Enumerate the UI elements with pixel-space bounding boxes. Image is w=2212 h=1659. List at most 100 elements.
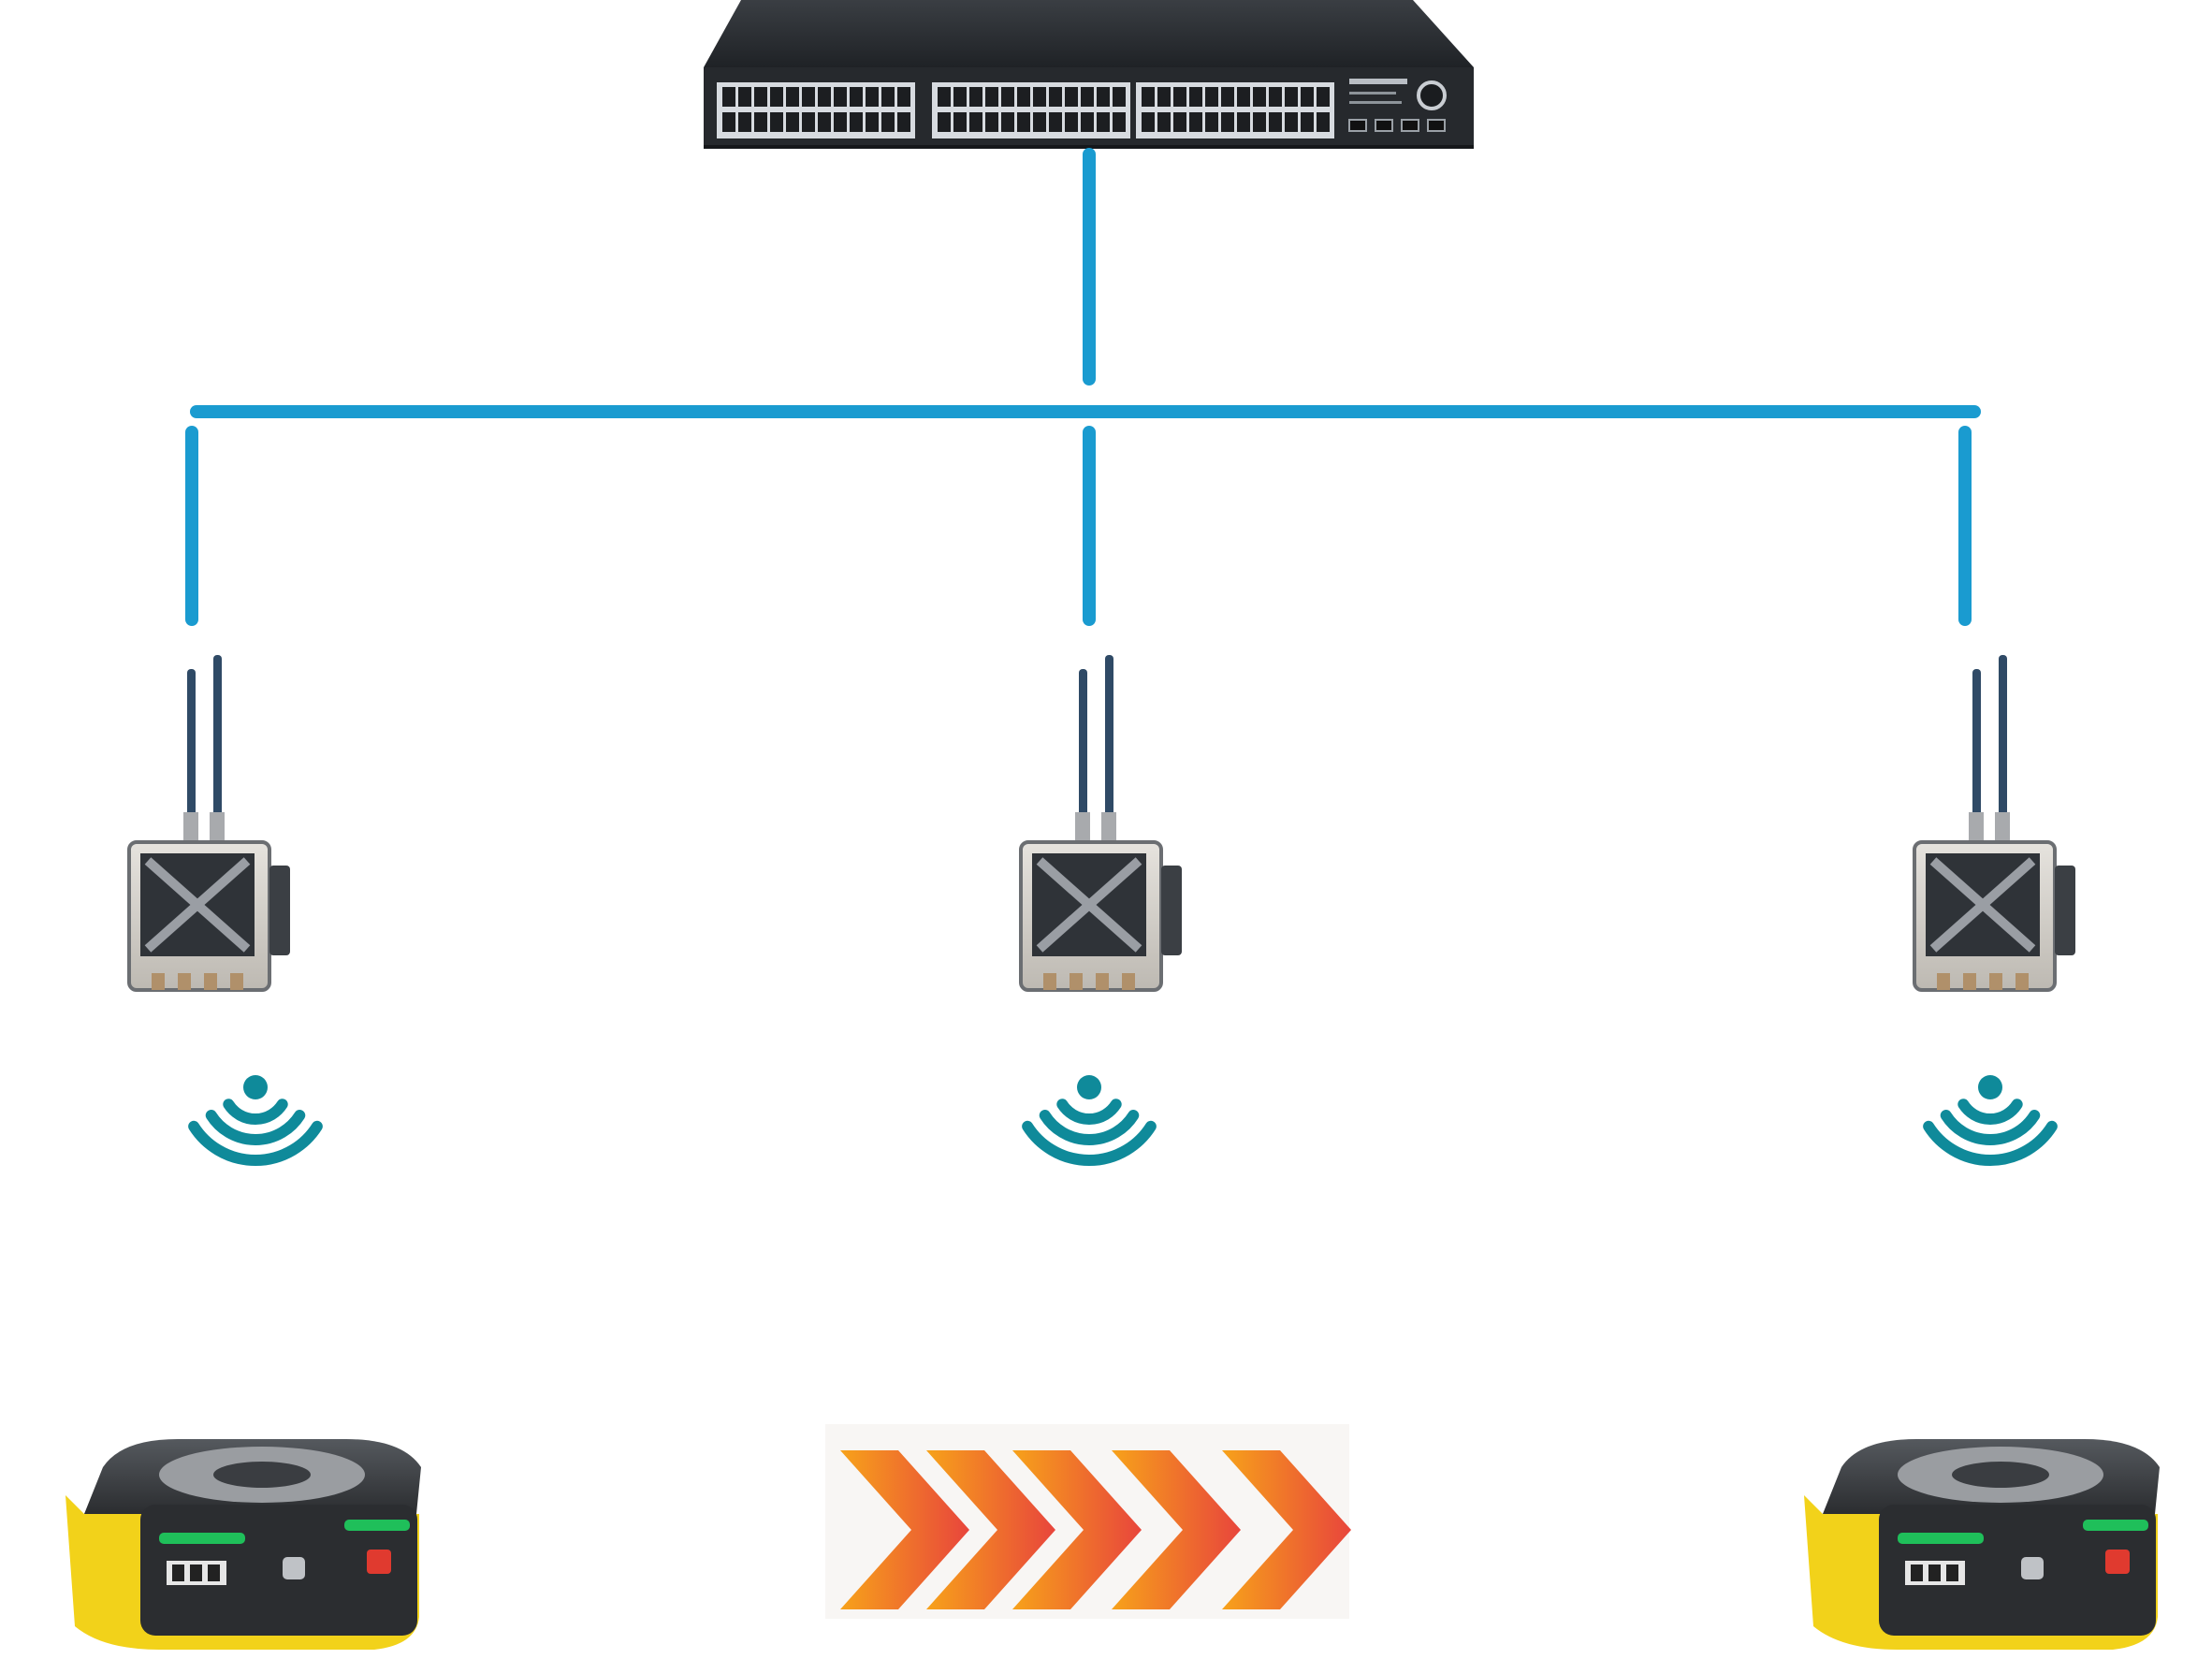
switch-port bbox=[866, 112, 879, 132]
switch-port-grid bbox=[717, 82, 1334, 138]
switch-port bbox=[1097, 87, 1110, 107]
switch-port bbox=[953, 87, 967, 107]
switch-port bbox=[1205, 87, 1218, 107]
switch-port bbox=[1285, 112, 1298, 132]
agv-status-light bbox=[1898, 1533, 1984, 1544]
switch-port bbox=[802, 112, 815, 132]
switch-port bbox=[1189, 112, 1202, 132]
switch-port bbox=[1269, 87, 1282, 107]
switch-port bbox=[1173, 87, 1186, 107]
switch-port bbox=[834, 112, 847, 132]
switch-port bbox=[850, 87, 863, 107]
switch-port bbox=[770, 112, 783, 132]
switch-label-strip bbox=[1349, 79, 1407, 84]
switch-port bbox=[938, 112, 951, 132]
agv-robot-icon bbox=[1804, 1439, 2160, 1650]
switch-port bbox=[1033, 87, 1046, 107]
switch-port bbox=[1049, 87, 1062, 107]
switch-port bbox=[953, 112, 967, 132]
agv-button bbox=[283, 1557, 305, 1579]
switch-port bbox=[1189, 87, 1202, 107]
wifi-signal-icon bbox=[1022, 1075, 1157, 1166]
switch-port bbox=[938, 87, 951, 107]
switch-port bbox=[850, 112, 863, 132]
antenna bbox=[1999, 655, 2007, 819]
agv-button bbox=[2021, 1557, 2044, 1579]
switch-port bbox=[985, 112, 998, 132]
switch-port bbox=[754, 87, 767, 107]
switch-port bbox=[1237, 112, 1250, 132]
agv-emergency-stop bbox=[367, 1550, 391, 1574]
switch-port bbox=[1033, 112, 1046, 132]
chevron-arrow-icon bbox=[1112, 1450, 1241, 1609]
switch-sfp-port bbox=[1375, 119, 1393, 132]
wifi-signal-icon bbox=[1923, 1075, 2058, 1166]
switch-port bbox=[786, 112, 799, 132]
wifi-signal-icon bbox=[188, 1075, 323, 1166]
switch-port bbox=[985, 87, 998, 107]
switch-sfp-port bbox=[1427, 119, 1446, 132]
switch-port bbox=[1221, 112, 1234, 132]
agv-robots bbox=[65, 1439, 2160, 1650]
antenna bbox=[1972, 669, 1981, 819]
switch-port bbox=[1157, 112, 1171, 132]
switch-port bbox=[881, 112, 895, 132]
switch-port bbox=[1065, 112, 1078, 132]
switch-port bbox=[1253, 112, 1266, 132]
chevron-arrow-icon bbox=[926, 1450, 1055, 1609]
switch-port bbox=[1142, 87, 1155, 107]
switch-port bbox=[1017, 112, 1030, 132]
wireless-access-point-icon bbox=[1913, 655, 2075, 992]
switch-port bbox=[1237, 87, 1250, 107]
transfer-arrows bbox=[825, 1424, 1351, 1619]
switch-port bbox=[1049, 112, 1062, 132]
switch-port bbox=[1221, 87, 1234, 107]
switch-port bbox=[1317, 112, 1330, 132]
antenna bbox=[187, 669, 196, 819]
switch-port bbox=[1097, 112, 1110, 132]
wireless-access-point-icon bbox=[1019, 655, 1182, 992]
switch-port bbox=[738, 87, 751, 107]
switch-port bbox=[722, 87, 735, 107]
switch-port bbox=[897, 112, 910, 132]
switch-sfp-port bbox=[1348, 119, 1367, 132]
switch-port bbox=[1173, 112, 1186, 132]
chevron-arrow-icon bbox=[1012, 1450, 1142, 1609]
switch-port bbox=[897, 87, 910, 107]
agv-robot-icon bbox=[65, 1439, 421, 1650]
switch-port bbox=[1253, 87, 1266, 107]
switch-port bbox=[1301, 112, 1314, 132]
switch-port bbox=[1065, 87, 1078, 107]
switch-sfp-port bbox=[1401, 119, 1419, 132]
switch-port bbox=[834, 87, 847, 107]
switch-port bbox=[1081, 87, 1094, 107]
ap-mount-bracket bbox=[2055, 866, 2075, 955]
chevron-arrow-icon bbox=[1222, 1450, 1351, 1609]
switch-top-face bbox=[704, 0, 1474, 67]
agv-status-light bbox=[159, 1533, 245, 1544]
switch-port bbox=[754, 112, 767, 132]
switch-port bbox=[786, 87, 799, 107]
wireless-access-point-icon bbox=[127, 655, 290, 992]
agv-status-light bbox=[2083, 1520, 2148, 1531]
switch-port bbox=[1113, 87, 1126, 107]
antenna bbox=[1105, 655, 1113, 819]
agv-emergency-stop bbox=[2105, 1550, 2130, 1574]
switch-port bbox=[1157, 87, 1171, 107]
switch-port bbox=[1285, 87, 1298, 107]
switch-port bbox=[1113, 112, 1126, 132]
switch-port bbox=[802, 87, 815, 107]
chevron-arrow-icon bbox=[840, 1450, 969, 1609]
switch-port bbox=[818, 112, 831, 132]
switch-port bbox=[1001, 87, 1014, 107]
wired-links bbox=[185, 148, 1981, 626]
switch-port bbox=[1301, 87, 1314, 107]
switch-port bbox=[1205, 112, 1218, 132]
switch-power-button bbox=[1417, 80, 1447, 110]
switch-port bbox=[722, 112, 735, 132]
switch-port bbox=[969, 87, 982, 107]
switch-port bbox=[1142, 112, 1155, 132]
ap-mount-bracket bbox=[1161, 866, 1182, 955]
switch-port bbox=[1017, 87, 1030, 107]
